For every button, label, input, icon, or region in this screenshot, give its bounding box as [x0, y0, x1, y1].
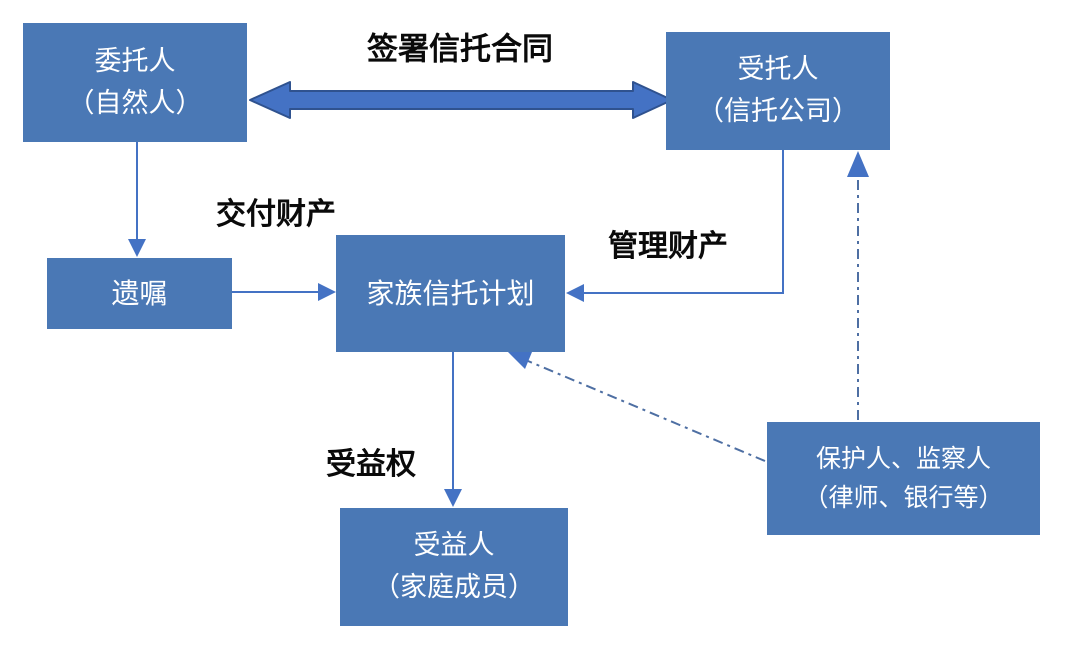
arrow-settlor-to-will [128, 142, 146, 257]
arrow-trustee-to-plan [566, 150, 784, 302]
node-beneficiary: 受益人 （家庭成员） [340, 508, 568, 626]
node-trustee-line1: 受托人 [737, 54, 819, 85]
dashed-arrow-protector-to-plan [508, 352, 766, 462]
node-beneficiary-line1: 受益人 [413, 530, 495, 561]
node-beneficiary-line2: （家庭成员） [373, 572, 535, 602]
node-settlor-line1: 委托人 [94, 45, 176, 76]
node-will: 遗嘱 [47, 258, 232, 329]
node-settlor: 委托人 （自然人） [23, 23, 247, 142]
node-family-trust-plan-line1: 家族信托计划 [366, 277, 535, 309]
arrow-plan-to-beneficiary [444, 352, 462, 507]
node-protector-supervisor: 保护人、监察人 （律师、银行等） [767, 422, 1040, 535]
edge-label-sign-contract: 签署信托合同 [367, 31, 553, 67]
dashed-arrow-protector-to-trustee [847, 151, 869, 420]
edge-label-beneficiary-right: 受益权 [326, 448, 416, 481]
node-trustee: 受托人 （信托公司） [666, 32, 890, 150]
node-protector-supervisor-line1: 保护人、监察人 [815, 444, 991, 473]
arrow-will-to-plan [232, 283, 336, 301]
node-trustee-line2: （信托公司） [697, 96, 859, 126]
edge-label-manage-property: 管理财产 [608, 230, 728, 263]
node-family-trust-plan: 家族信托计划 [336, 235, 565, 352]
thick-double-arrow-sign-contract [249, 81, 673, 119]
edge-label-deliver-property: 交付财产 [216, 198, 336, 231]
node-will-line1: 遗嘱 [111, 277, 168, 309]
node-settlor-line2: （自然人） [67, 87, 203, 118]
node-protector-supervisor-line2: （律师、银行等） [803, 483, 1004, 512]
